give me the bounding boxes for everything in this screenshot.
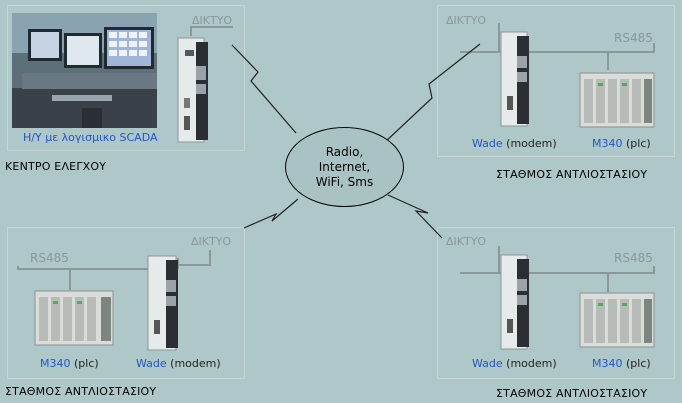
station-bottom-right-panel (437, 227, 675, 379)
station-3-network-label: ΔΙΚΤΥΟ (446, 235, 487, 248)
station-1-plc-kind: (plc) (626, 137, 651, 150)
station-2-plc-kind: (plc) (74, 357, 99, 370)
scada-workstation-photo (12, 13, 157, 128)
station-1-network-label: ΔΙΚΤΥΟ (446, 14, 487, 27)
hub-line-internet: Internet, (318, 159, 371, 174)
control-center-panel (7, 5, 245, 151)
station-1-modem-device (499, 30, 533, 128)
station-2-modem-device (146, 254, 182, 352)
station-3-modem-device (499, 253, 533, 351)
hub-line-radio: Radio, (325, 144, 364, 159)
station-2-plc-caption: M340 (plc) (40, 357, 99, 370)
station-bottom-left-panel (7, 227, 245, 379)
station-1-modem-caption: Wade (modem) (472, 137, 557, 150)
station-2-plc-name: M340 (40, 357, 71, 370)
station-2-modem-caption: Wade (modem) (136, 357, 221, 370)
station-1-modem-name: Wade (472, 137, 503, 150)
scada-pc-caption: Η/Υ με λογισμικο SCADA (23, 131, 158, 144)
station-2-modem-kind: (modem) (170, 357, 221, 370)
control-center-title: ΚΕΝΤΡΟ ΕΛΕΓΧΟΥ (5, 160, 107, 173)
control-center-network-label: ΔΙΚΤΥΟ (192, 14, 233, 27)
station-1-bus-label: RS485 (614, 31, 653, 45)
hub-line-wifi-sms: WiFi, Sms (315, 174, 374, 189)
station-3-plc-device (578, 289, 658, 349)
station-1-plc-name: M340 (592, 137, 623, 150)
station-1-plc-caption: M340 (plc) (592, 137, 651, 150)
station-2-modem-name: Wade (136, 357, 167, 370)
communication-hub: Radio, Internet, WiFi, Sms (285, 127, 404, 207)
station-3-modem-name: Wade (472, 357, 503, 370)
station-1-modem-kind: (modem) (506, 137, 557, 150)
station-top-right-panel (437, 5, 675, 157)
station-2-network-label: ΔΙΚΤΥΟ (191, 235, 232, 248)
station-3-modem-caption: Wade (modem) (472, 357, 557, 370)
station-3-bus-label: RS485 (614, 251, 653, 265)
station-3-plc-caption: M340 (plc) (592, 357, 651, 370)
station-2-plc-device (33, 287, 117, 347)
station-3-plc-name: M340 (592, 357, 623, 370)
station-1-plc-device (578, 69, 658, 129)
station-2-bus-label: RS485 (30, 251, 69, 265)
control-center-modem-device (176, 36, 210, 144)
station-2-title: ΣΤΑΘΜΟΣ ΑΝΤΛΙΟΣΤΑΣΙΟΥ (5, 385, 157, 398)
station-1-title: ΣΤΑΘΜΟΣ ΑΝΤΛΙΟΣΤΑΣΙΟΥ (496, 168, 648, 181)
station-3-title: ΣΤΑΘΜΟΣ ΑΝΤΛΙΟΣΤΑΣΙΟΥ (496, 387, 648, 400)
station-3-plc-kind: (plc) (626, 357, 651, 370)
station-3-modem-kind: (modem) (506, 357, 557, 370)
